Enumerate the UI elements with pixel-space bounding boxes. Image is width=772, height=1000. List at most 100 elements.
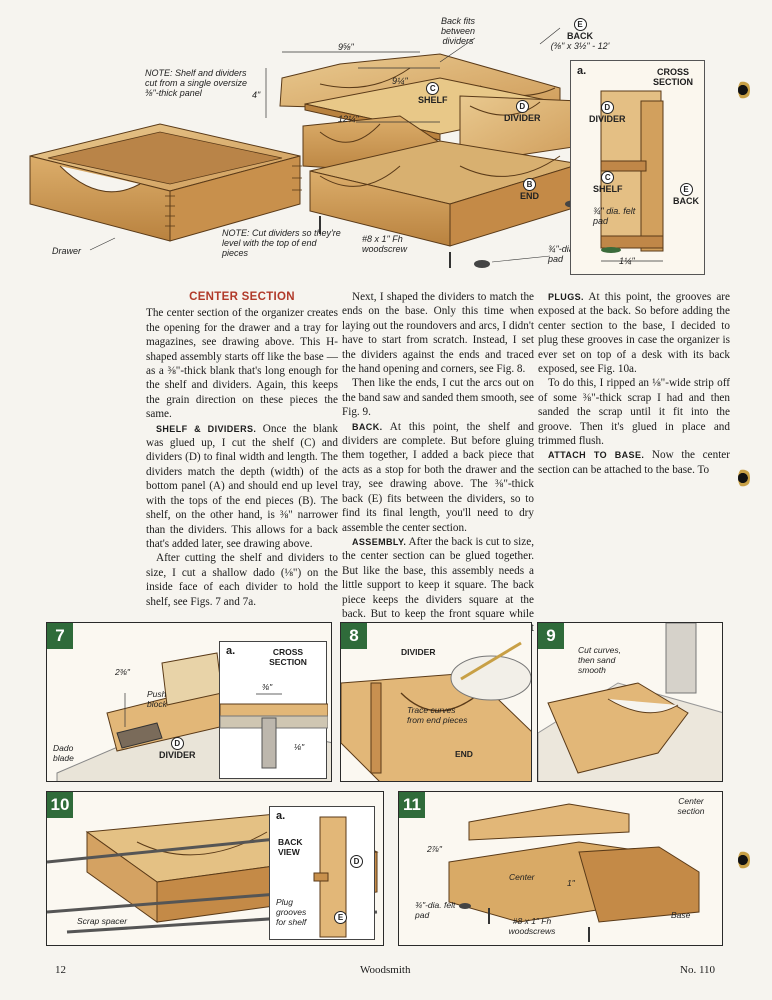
- runin-heading: SHELF & DIVIDERS.: [156, 423, 257, 434]
- trace-label: Trace curves from end pieces: [407, 705, 468, 725]
- paragraph: Then like the ends, I cut the arcs out o…: [342, 377, 535, 419]
- figure-8: 8 DIVIDER Trace curves from end pieces E…: [340, 622, 532, 782]
- fig7-inset-dim2: ⅛": [294, 742, 305, 752]
- page-number: 12: [55, 964, 66, 976]
- fig10-letter-d-wrap: D: [350, 855, 363, 868]
- paragraph-text: Now the center section can be attached t…: [538, 449, 731, 476]
- figure-number: 7: [47, 623, 73, 649]
- paragraph: PLUGS. At this point, the grooves are ex…: [538, 290, 730, 376]
- fig10-letter-e: E: [334, 911, 347, 924]
- section-title: CENTER SECTION: [189, 291, 295, 303]
- text-column-2: Next, I shaped the dividers to match the…: [342, 290, 534, 650]
- paragraph: Next, I shaped the dividers to match the…: [342, 291, 534, 376]
- note-dividers: NOTE: Cut dividers so they're level with…: [222, 228, 341, 258]
- runin-heading: BACK.: [352, 421, 383, 432]
- paragraph: The center section of the organizer crea…: [146, 307, 338, 421]
- fig7-inset-title: CROSS SECTION: [269, 647, 307, 667]
- push-block-label: Push block: [147, 689, 167, 709]
- center-section-label: Center section: [677, 796, 705, 816]
- runin-heading: ATTACH TO BASE.: [548, 450, 645, 461]
- figure-7: 7 2⅜" Push block Dado blade D DIVIDER a.…: [46, 622, 332, 782]
- paragraph-text: At this point, the shelf and dividers ar…: [342, 420, 534, 534]
- inset-letter-e: E: [679, 183, 693, 196]
- paragraph-text: At this point, the grooves are exposed a…: [538, 291, 730, 376]
- magazine-name: Woodsmith: [360, 964, 411, 976]
- paragraph: ATTACH TO BASE. Now the center section c…: [538, 448, 730, 477]
- paragraph-text: Once the blank was glued up, I cut the s…: [146, 422, 338, 550]
- shelf-label: SHELF: [418, 95, 448, 105]
- inset-felt: ¾" dia. felt pad: [593, 206, 636, 226]
- fig10-letter-d: D: [350, 855, 363, 868]
- paragraph: After cutting the shelf and dividers to …: [146, 552, 338, 608]
- figure-number: 9: [538, 623, 564, 649]
- paragraph: SHELF & DIVIDERS. Once the blank was glu…: [146, 422, 338, 552]
- inset-tag: a.: [577, 65, 587, 77]
- dim-9-1-4: 9¼": [392, 76, 408, 86]
- part-letter-c: C: [426, 82, 440, 95]
- cross-section-inset: a. CROSS SECTION D DIVIDER C SHELF E BAC…: [570, 60, 705, 275]
- inset-shelf-callout: C SHELF: [593, 171, 623, 194]
- inset-back: BACK: [673, 196, 699, 206]
- exploded-view-drawing: [29, 27, 581, 268]
- inset-divider: DIVIDER: [589, 114, 626, 124]
- fig11-dim: 2⅞": [427, 844, 442, 854]
- fig7-dim: 2⅜": [115, 667, 130, 677]
- inset-back-callout: E BACK: [673, 183, 699, 206]
- figure-11: 11 Center section 2⅞" Center 1" ¾"-dia. …: [398, 791, 723, 946]
- end-callout: B END: [520, 178, 539, 201]
- inset-letter-c: C: [601, 171, 615, 184]
- back-label: BACK: [567, 31, 593, 41]
- fig10-inset-tag: a.: [276, 810, 286, 822]
- divider-callout: D DIVIDER: [504, 100, 541, 123]
- divider-label: DIVIDER: [504, 113, 541, 123]
- dado-blade-label: Dado blade: [53, 743, 74, 763]
- part-letter-e: E: [573, 18, 587, 31]
- dim-4: 4": [252, 90, 261, 100]
- inset-title: CROSS SECTION: [652, 67, 693, 87]
- paragraph: To do this, I ripped an ⅛"-wide strip of…: [538, 377, 730, 448]
- figure-number: 11: [399, 792, 425, 818]
- hole-punch: [738, 468, 750, 488]
- figure-10: 10 Scrap spacer a. BACK VIEW D Plug groo…: [46, 791, 384, 946]
- inset-shelf: SHELF: [593, 184, 623, 194]
- fig10-letter-e-wrap: E: [334, 911, 347, 924]
- end-label: END: [520, 191, 540, 201]
- inset-letter-d: D: [600, 101, 614, 114]
- fig7-inset-tag: a.: [226, 645, 236, 657]
- exploded-view-illustration: NOTE: Shelf and dividers cut from a sing…: [20, 6, 750, 281]
- fig10-inset-title: BACK VIEW: [278, 837, 303, 857]
- base-label: Base: [671, 910, 691, 920]
- fig11-felt-label: ¾"-dia. felt pad: [415, 900, 456, 920]
- shelf-callout: C SHELF: [418, 82, 448, 105]
- back-dims: (⅜" x 3½" - 12': [550, 41, 610, 51]
- felt-pad-label: ¾"-dia. felt pad: [548, 244, 591, 264]
- fig11-screws-label: #8 x 1" Fh woodscrews: [508, 916, 556, 936]
- runin-heading: PLUGS.: [548, 292, 584, 302]
- center-label: Center: [509, 872, 535, 882]
- fig7-cross-section-inset: a. CROSS SECTION ⅜" ⅛": [219, 641, 328, 779]
- figure-9: 9 Cut curves, then sand smooth: [537, 622, 723, 782]
- inset-divider-callout: D DIVIDER: [589, 101, 626, 124]
- paragraph: BACK. At this point, the shelf and divid…: [342, 420, 534, 535]
- note-shelf: NOTE: Shelf and dividers cut from a sing…: [145, 68, 248, 98]
- figure-number: 8: [341, 623, 367, 649]
- fig8-end: END: [455, 749, 473, 759]
- figure-number: 10: [47, 792, 73, 818]
- drawer-label: Drawer: [52, 246, 82, 256]
- text-column-1: CENTER SECTION The center section of the…: [146, 290, 338, 609]
- hole-punch: [738, 850, 750, 870]
- hole-punch: [738, 80, 750, 100]
- inset-dim: 1¼": [619, 256, 635, 266]
- dim-12-1-4: 12¼": [338, 114, 359, 124]
- issue-number: No. 110: [680, 964, 716, 976]
- runin-heading: ASSEMBLY.: [352, 536, 407, 547]
- scrap-spacer-label: Scrap spacer: [77, 916, 128, 926]
- fig11-dim1: 1": [567, 878, 575, 888]
- fig7-divider-callout: D DIVIDER: [159, 737, 196, 760]
- text-column-3: PLUGS. At this point, the grooves are ex…: [538, 290, 730, 477]
- back-callout: E BACK (⅜" x 3½" - 12': [530, 18, 630, 51]
- figure-8-drawing: [341, 641, 531, 781]
- part-letter-d: D: [515, 100, 529, 113]
- fig7-divider: DIVIDER: [159, 750, 196, 760]
